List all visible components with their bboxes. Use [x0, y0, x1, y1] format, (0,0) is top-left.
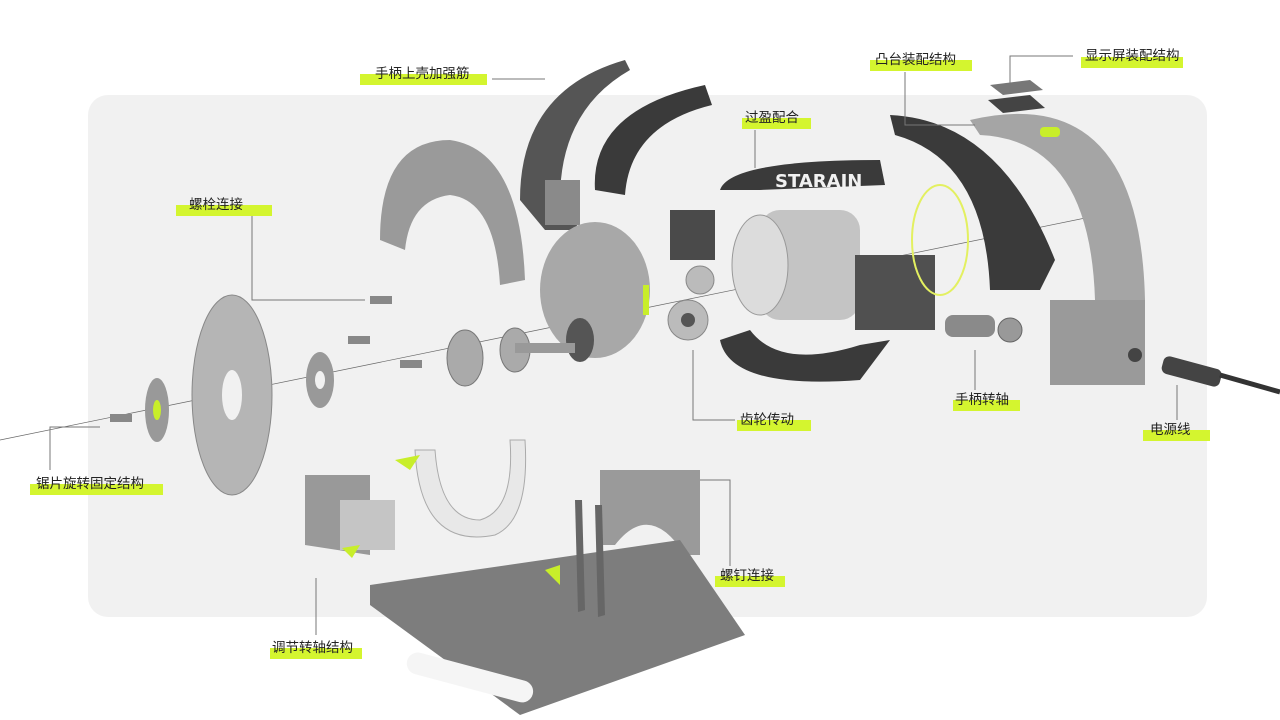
- label-text: 螺栓连接: [189, 197, 243, 213]
- shaft-ring: [997, 317, 1023, 343]
- accent-clip: [545, 565, 560, 585]
- blade-guard: [380, 140, 525, 285]
- accent-slot: [643, 285, 649, 315]
- label-text: 显示屏装配结构: [1085, 48, 1180, 64]
- motor-face: [731, 214, 789, 316]
- adjust-pad: [340, 500, 395, 550]
- support-post: [575, 500, 585, 612]
- handle-cover: [594, 85, 712, 195]
- leader-lines: [49, 55, 1178, 635]
- label-bolt-connection: 螺栓连接: [176, 197, 272, 216]
- label-interference-fit: 过盈配合: [742, 110, 811, 129]
- interference-ring: [911, 184, 969, 296]
- transparent-guard: [414, 439, 527, 538]
- label-power-cord: 电源线: [1143, 422, 1210, 441]
- label-boss-assembly: 凸台装配结构: [870, 52, 972, 71]
- gear-housing: [540, 222, 650, 358]
- display-panel: [988, 95, 1045, 113]
- support-bracket: [600, 470, 700, 555]
- bolt: [400, 360, 422, 368]
- power-cord: [1219, 372, 1280, 395]
- bolt: [348, 336, 370, 344]
- label-text: 齿轮传动: [740, 412, 794, 428]
- bearing-nut: [446, 329, 484, 387]
- rear-handle-base: [1050, 300, 1145, 385]
- handle-block: [545, 180, 580, 225]
- gear-small: [685, 265, 715, 295]
- label-text: 电源线: [1150, 422, 1191, 438]
- label-handle-upper-rib: 手柄上壳加强筋: [360, 66, 487, 85]
- spindle: [515, 343, 575, 353]
- background-panel: [88, 95, 1207, 617]
- label-text: 过盈配合: [745, 110, 799, 126]
- label-text: 锯片旋转固定结构: [36, 476, 144, 492]
- handle-inner-shell: [890, 115, 1055, 290]
- display-glass: [990, 80, 1043, 95]
- bolt: [110, 414, 132, 422]
- motor-cage-top: [720, 160, 885, 190]
- label-text: 调节转轴结构: [272, 640, 353, 656]
- label-blade-rotation-fixing: 锯片旋转固定结构: [30, 476, 163, 495]
- motor: [760, 210, 860, 320]
- brand-mark: STARAIN: [775, 171, 862, 192]
- label-screw-connection: 螺钉连接: [715, 568, 785, 587]
- bolt: [370, 296, 392, 304]
- label-adjust-shaft: 调节转轴结构: [270, 640, 362, 659]
- motor-cage-bottom: [720, 330, 890, 382]
- housing-hole: [566, 318, 594, 362]
- label-text: 手柄上壳加强筋: [375, 66, 470, 82]
- power-cord-plug: [1161, 356, 1222, 387]
- label-display-assembly: 显示屏装配结构: [1081, 48, 1183, 68]
- accent-button: [1040, 127, 1060, 137]
- label-gear-transmission: 齿轮传动: [737, 412, 811, 431]
- label-text: 螺钉连接: [720, 568, 774, 584]
- label-text: 手柄转轴: [955, 392, 1009, 408]
- label-text: 凸台装配结构: [875, 52, 956, 68]
- handle-shaft: [945, 315, 995, 337]
- base-slot: [406, 652, 534, 703]
- motor-block: [670, 210, 715, 260]
- label-handle-shaft: 手柄转轴: [953, 392, 1020, 411]
- motor-end-block: [855, 255, 935, 330]
